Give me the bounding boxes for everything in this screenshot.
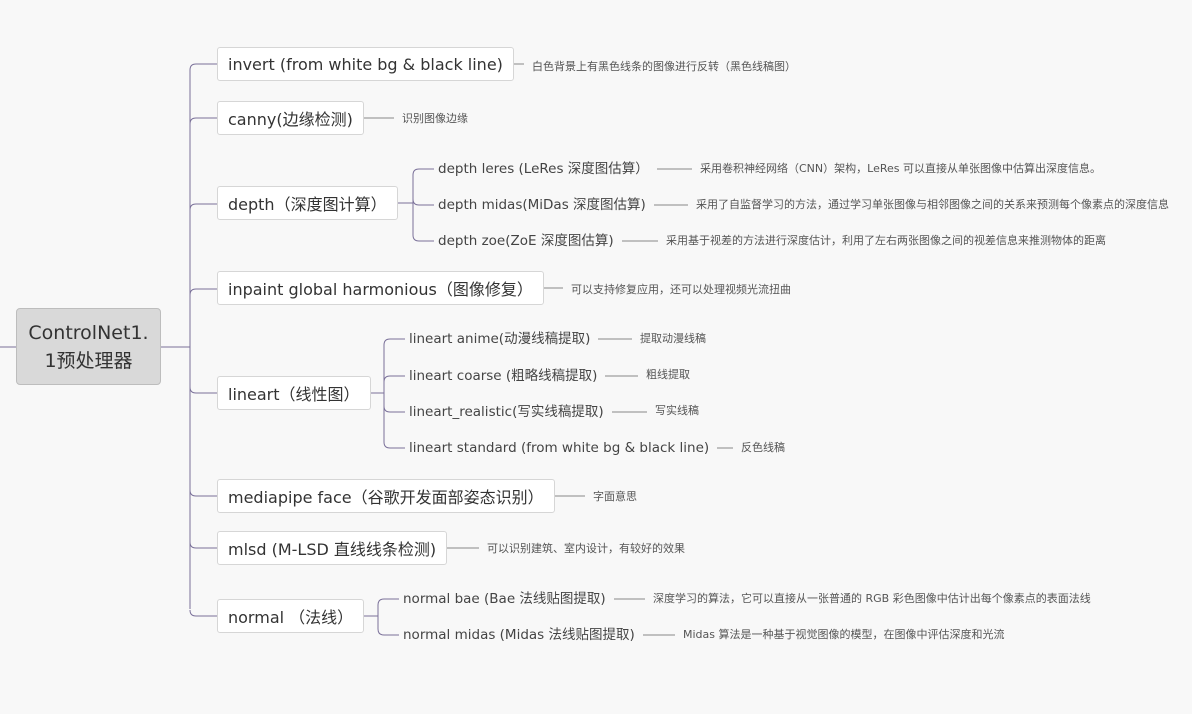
sub-connector-sub-lineart-standard: [383, 441, 405, 449]
sub-connector-sub-normal-bae: [377, 598, 399, 606]
sub-connector-sub-lineart-coarse: [383, 375, 405, 383]
sub-connector-sub-normal-midas: [377, 628, 399, 636]
sub-connector-sub-depth-midas: [412, 198, 434, 206]
root-label-line1: ControlNet1.: [28, 321, 149, 344]
branch-canny[interactable]: canny(边缘检测): [217, 101, 364, 135]
note-normal-midas: Midas 算法是一种基于视觉图像的模型，在图像中评估深度和光流: [683, 628, 1005, 641]
sub-connector-sub-depth-leres: [412, 168, 434, 176]
note-lineart-coarse: 粗线提取: [646, 368, 690, 381]
note-lineart-anime: 提取动漫线稿: [640, 332, 706, 345]
note-normal-bae: 深度学习的算法，它可以直接从一张普通的 RGB 彩色图像中估计出每个像素点的表面…: [653, 592, 1091, 605]
sub-lineart-coarse[interactable]: lineart coarse (粗略线稿提取): [409, 368, 598, 384]
note-depth-zoe: 采用基于视差的方法进行深度估计，利用了左右两张图像之间的视差信息来推测物体的距离: [666, 234, 1106, 247]
note-lineart-realistic: 写实线稿: [655, 404, 699, 417]
branch-connector-4: [189, 386, 217, 394]
sub-depth-leres[interactable]: depth leres (LeRes 深度图估算）: [438, 161, 649, 177]
note-mlsd: 可以识别建筑、室内设计，有较好的效果: [487, 542, 685, 555]
note-mediapipe: 字面意思: [593, 490, 637, 503]
branch-connector-0: [189, 63, 217, 71]
sub-connector-sub-lineart-realistic: [383, 405, 405, 413]
sub-lineart-anime[interactable]: lineart anime(动漫线稿提取): [409, 331, 591, 347]
branch-normal[interactable]: normal （法线）: [217, 599, 365, 633]
sub-normal-bae[interactable]: normal bae (Bae 法线贴图提取): [403, 591, 606, 607]
sub-depth-midas[interactable]: depth midas(MiDas 深度图估算): [438, 197, 646, 213]
sub-lineart-realistic[interactable]: lineart_realistic(写实线稿提取): [409, 404, 604, 420]
branch-lineart[interactable]: lineart（线性图）: [217, 376, 371, 410]
branch-connector-3: [189, 288, 217, 296]
note-invert: 白色背景上有黑色线条的图像进行反转（黑色线稿图）: [532, 60, 796, 73]
branch-connector-6: [189, 541, 217, 549]
sub-depth-zoe[interactable]: depth zoe(ZoE 深度图估算): [438, 233, 614, 249]
note-canny: 识别图像边缘: [402, 112, 468, 125]
branch-invert[interactable]: invert (from white bg & black line): [217, 47, 514, 81]
sub-lineart-standard[interactable]: lineart standard (from white bg & black …: [409, 440, 710, 456]
branch-inpaint[interactable]: inpaint global harmonious（图像修复）: [217, 271, 544, 305]
branch-depth[interactable]: depth（深度图计算）: [217, 186, 398, 220]
branch-mlsd[interactable]: mlsd (M-LSD 直线线条检测): [217, 531, 448, 565]
note-depth-leres: 采用卷积神经网络（CNN）架构，LeRes 可以直接从单张图像中估算出深度信息。: [700, 162, 1101, 175]
root-label-line2: 1预处理器: [44, 349, 133, 372]
note-lineart-standard: 反色线稿: [741, 441, 785, 454]
sub-connector-sub-depth-zoe: [412, 234, 434, 242]
branch-connector-2: [189, 203, 217, 211]
root-node[interactable]: ControlNet1. 1预处理器: [16, 308, 161, 385]
branch-connector-5: [189, 489, 217, 497]
sub-connector-sub-lineart-anime: [383, 338, 405, 346]
branch-connector-7: [189, 609, 217, 617]
note-depth-midas: 采用了自监督学习的方法，通过学习单张图像与相邻图像之间的关系来预测每个像素点的深…: [696, 198, 1169, 211]
branch-connector-1: [189, 117, 217, 125]
note-inpaint: 可以支持修复应用，还可以处理视频光流扭曲: [571, 283, 791, 296]
branch-mediapipe[interactable]: mediapipe face（谷歌开发面部姿态识别）: [217, 479, 555, 513]
sub-normal-midas[interactable]: normal midas (Midas 法线贴图提取): [403, 627, 635, 643]
